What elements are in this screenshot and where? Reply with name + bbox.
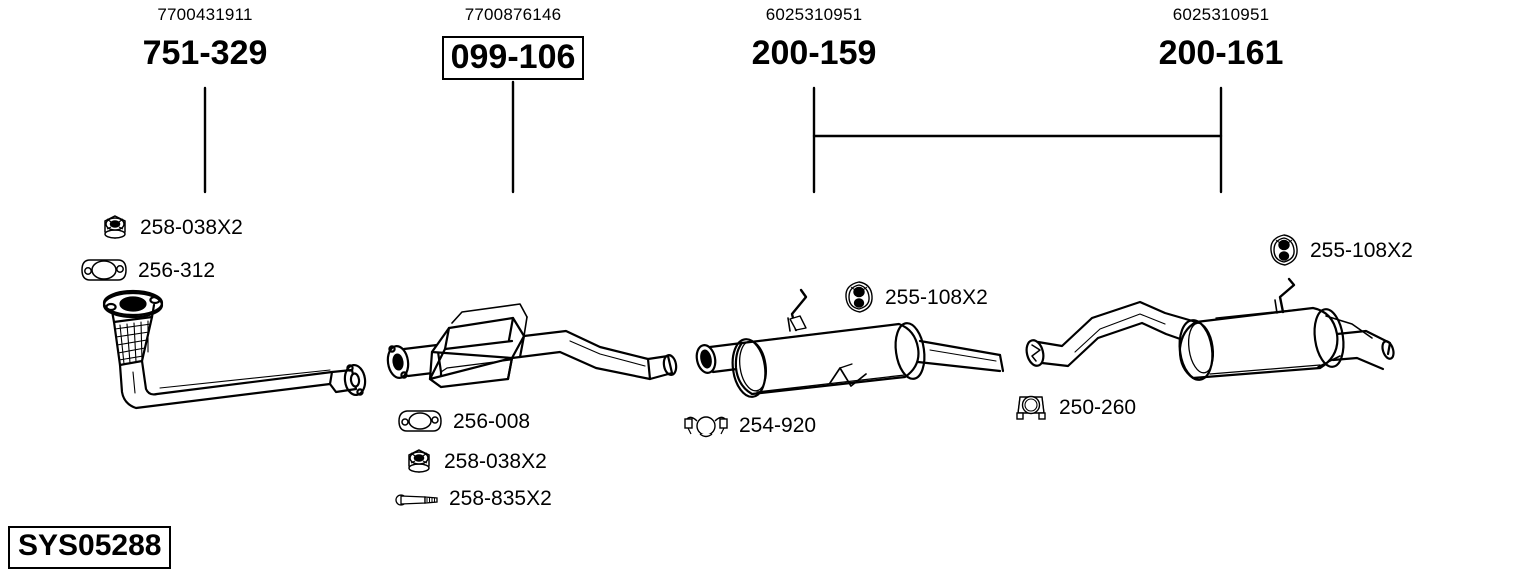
- rubber-hanger-icon: [845, 281, 873, 313]
- hex-nut-icon: [408, 449, 430, 473]
- callout-ref: 254-920: [739, 413, 817, 437]
- oem-number: 6025310951: [765, 5, 863, 24]
- oval-gasket-icon: [398, 410, 442, 432]
- callout-ref: 255-108X2: [1310, 238, 1413, 262]
- callout-ref: 250-260: [1059, 395, 1137, 419]
- oem-number: 6025310951: [1172, 5, 1270, 24]
- reference-number: 200-161: [1158, 34, 1284, 72]
- callout-256-008[interactable]: 256-008: [397, 408, 530, 435]
- front-pipe-art: [102, 289, 367, 410]
- callout-ref: 256-008: [453, 410, 531, 433]
- assembly-label-front-pipe[interactable]: 7700431911 751-329: [55, 6, 355, 70]
- u-bolt-clamp-icon: [684, 416, 728, 438]
- oem-number: 7700431911: [157, 5, 253, 24]
- ring-clamp-icon: [1016, 395, 1046, 420]
- callout-ref: 256-312: [138, 258, 216, 282]
- callout-ref: 258-038X2: [140, 215, 243, 239]
- rear-silencer-art: [1025, 277, 1395, 381]
- callout-254-920[interactable]: 254-920: [683, 411, 816, 439]
- callout-ref: 258-835X2: [449, 487, 552, 510]
- system-code-badge[interactable]: SYS05288: [8, 526, 172, 569]
- bolt-stud-icon: [395, 493, 438, 506]
- rubber-hanger-icon: [1270, 234, 1298, 266]
- oem-number: 7700876146: [464, 5, 562, 24]
- callout-250-260[interactable]: 250-260: [1013, 391, 1136, 423]
- callout-255-108X2-centre[interactable]: 255-108X2: [843, 280, 988, 314]
- assembly-label-centre-silencer[interactable]: 6025310951 200-159: [664, 6, 964, 70]
- assembly-label-rear-silencer[interactable]: 6025310951 200-161: [1071, 6, 1371, 70]
- hex-nut-icon: [104, 215, 126, 239]
- reference-number: 200-159: [751, 34, 877, 72]
- reference-number: 099-106: [441, 36, 585, 80]
- assembly-label-catalytic-converter[interactable]: 7700876146 099-106: [363, 6, 663, 80]
- callout-258-038X2-front[interactable]: 258-038X2: [100, 213, 243, 241]
- catalytic-converter-art: [386, 303, 678, 389]
- callout-258-038X2-centre[interactable]: 258-038X2: [404, 447, 547, 475]
- callout-ref: 255-108X2: [885, 285, 988, 309]
- callout-255-108X2-rear[interactable]: 255-108X2: [1268, 233, 1413, 267]
- callout-ref: 258-038X2: [444, 449, 547, 473]
- leader-lines: [203, 80, 1223, 194]
- reference-number: 751-329: [142, 34, 268, 72]
- callout-256-312[interactable]: 256-312: [80, 256, 215, 284]
- oval-gasket-icon: [81, 259, 127, 281]
- callout-258-835X2[interactable]: 258-835X2: [395, 488, 552, 509]
